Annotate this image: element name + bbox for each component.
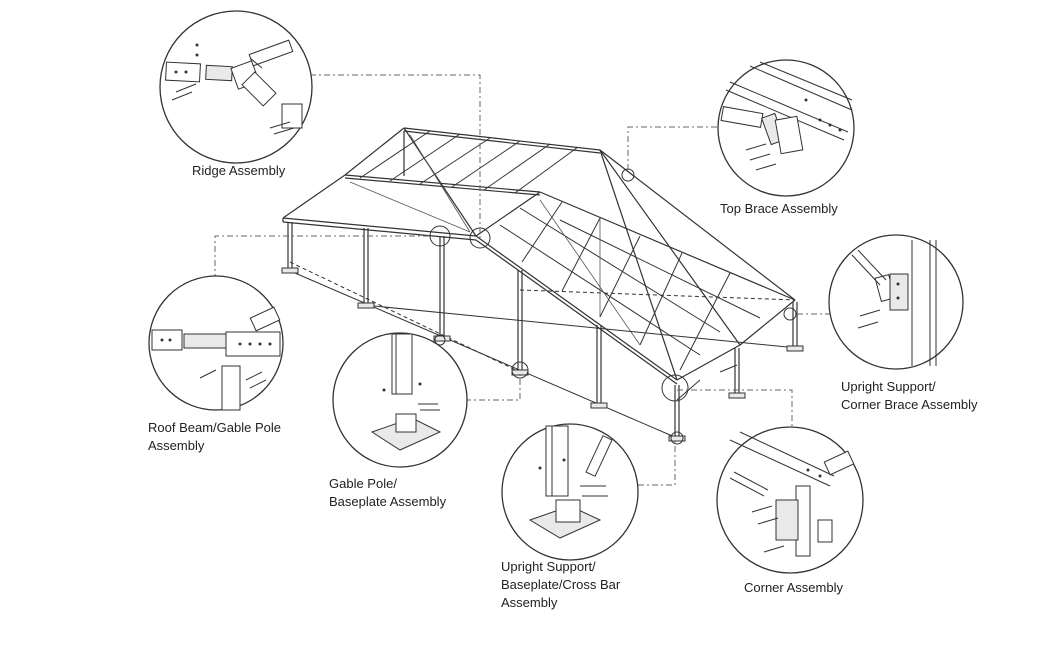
roof-beam-label-line-1: Roof Beam/Gable Pole	[148, 420, 281, 435]
upright-baseplate-label-line-2: Baseplate/Cross Bar	[501, 577, 621, 592]
ridge-detail	[159, 10, 313, 164]
corner-detail	[716, 426, 864, 574]
gable-pole-label-line-1: Gable Pole/	[329, 476, 397, 491]
upright-baseplate-crossbar-label: Upright Support/ Baseplate/Cross Bar Ass…	[501, 558, 620, 612]
ridge-assembly-label: Ridge Assembly	[192, 162, 285, 180]
roof-beam-gable-pole-label: Roof Beam/Gable Pole Assembly	[148, 419, 281, 455]
gable-pole-detail	[332, 332, 468, 468]
gable-pole-baseplate-label: Gable Pole/ Baseplate Assembly	[329, 475, 446, 511]
upright-baseplate-label-line-3: Assembly	[501, 595, 558, 610]
top-brace-assembly-label: Top Brace Assembly	[720, 200, 838, 218]
corner-assembly-label: Corner Assembly	[744, 579, 843, 597]
upright-corner-brace-label-line-2: Corner Brace Assembly	[841, 397, 978, 412]
tent-frame	[281, 127, 804, 445]
upright-corner-brace-label-line-1: Upright Support/	[841, 379, 936, 394]
corner-label-line-1: Corner Assembly	[744, 580, 843, 595]
leader-lines	[214, 74, 830, 486]
roof-beam-label-line-2: Assembly	[148, 438, 205, 453]
roof-beam-detail	[148, 275, 284, 411]
upright-baseplate-label-line-1: Upright Support/	[501, 559, 596, 574]
ridge-label-line-1: Ridge Assembly	[192, 163, 286, 178]
top-brace-detail	[717, 59, 855, 197]
top-brace-label-line-1: Top Brace Assembly	[720, 201, 838, 216]
gable-pole-label-line-2: Baseplate Assembly	[329, 494, 447, 509]
upright-baseplate-detail	[501, 423, 639, 561]
upright-corner-brace-detail	[828, 234, 964, 370]
upright-corner-brace-label: Upright Support/ Corner Brace Assembly	[841, 378, 978, 414]
